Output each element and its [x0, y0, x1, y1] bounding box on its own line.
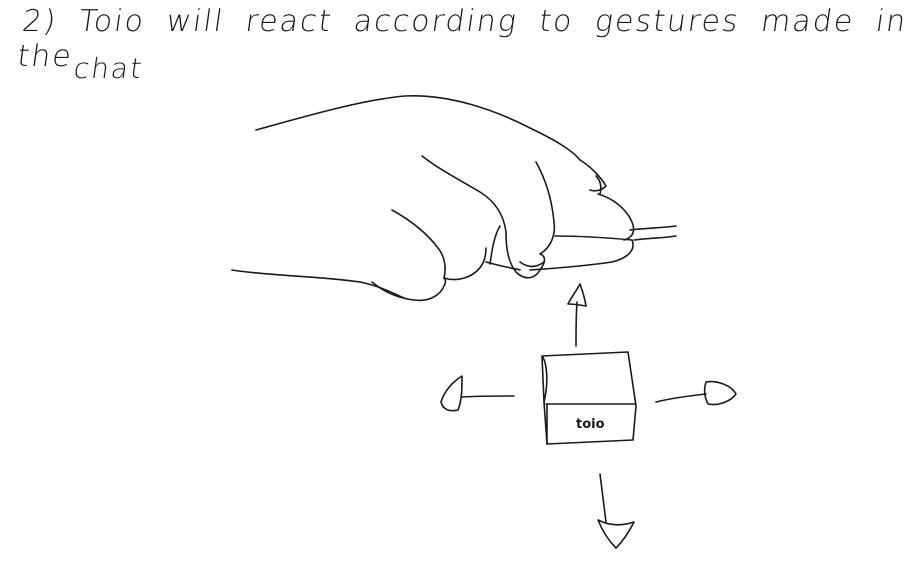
toio-cube: toio — [541, 351, 637, 445]
hand-on-mouse-illustration — [231, 95, 677, 302]
arrow-right-icon — [655, 380, 737, 406]
arrow-down-icon — [597, 473, 635, 549]
arrow-left-icon — [440, 375, 515, 412]
toio-brand-label: toio — [576, 417, 605, 432]
arrow-up-icon — [567, 283, 587, 347]
